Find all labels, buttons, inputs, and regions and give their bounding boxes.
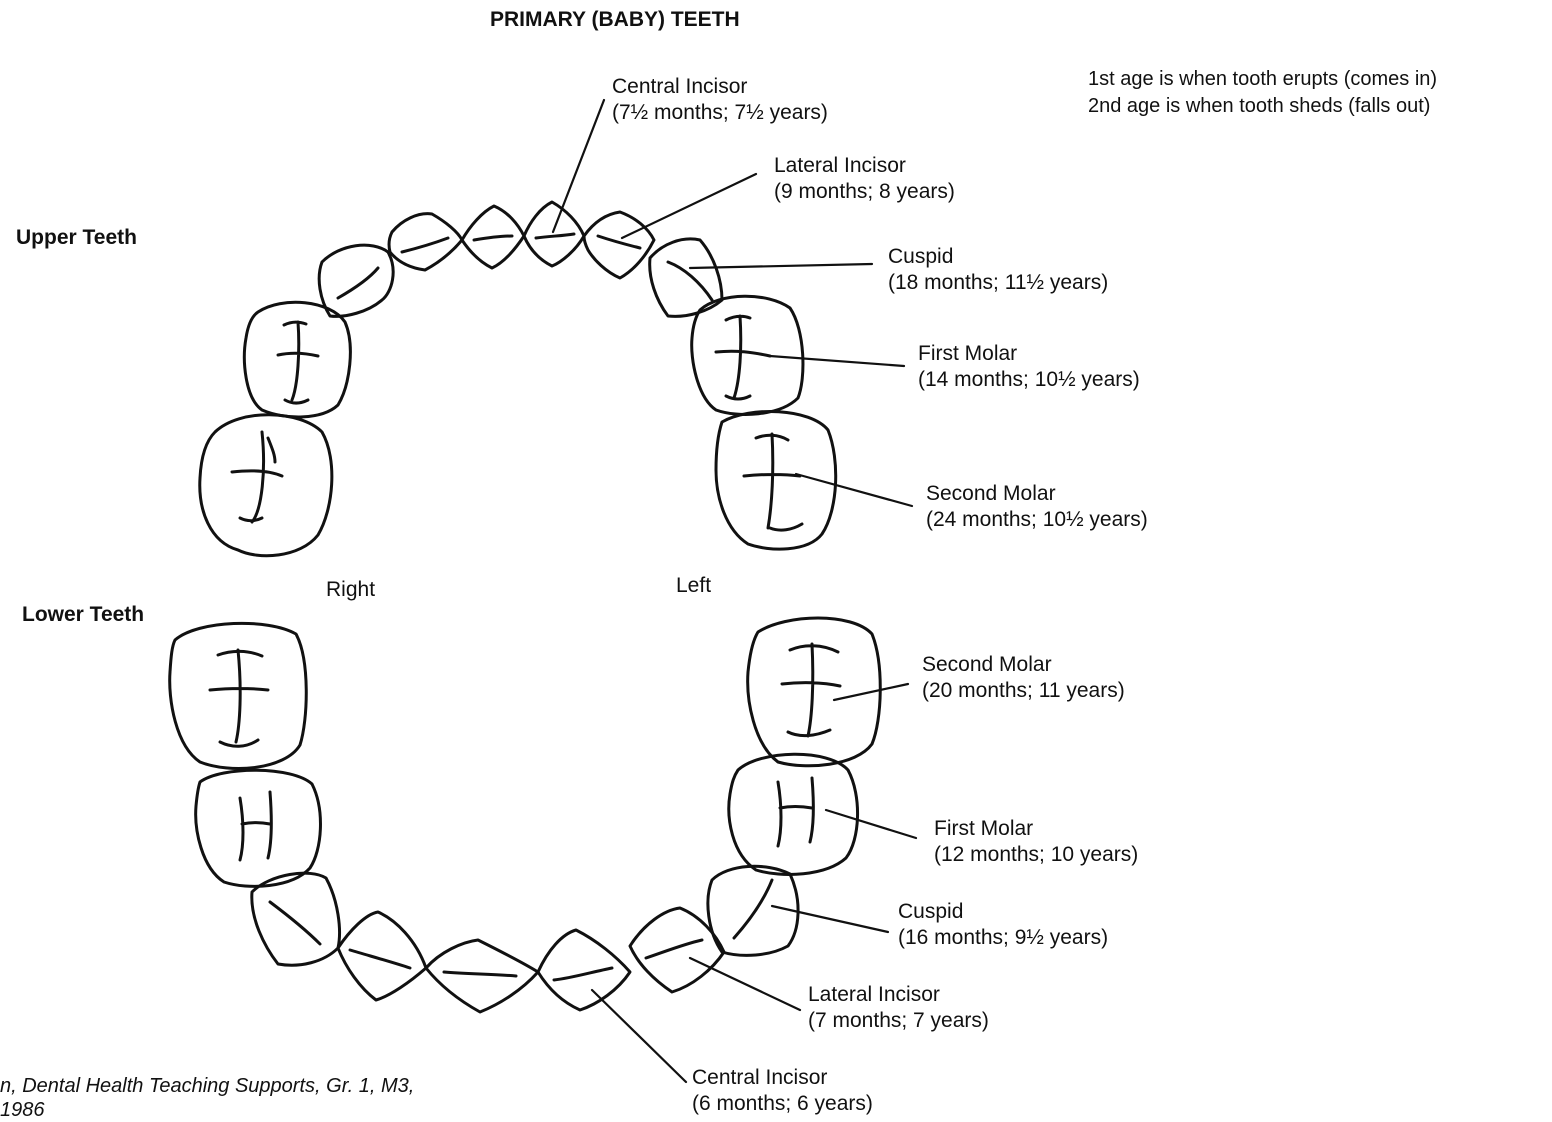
upper-right-lateral-incisor [389, 214, 462, 270]
lower-right-central-incisor [426, 940, 538, 1012]
upper-left-first-molar [692, 296, 803, 414]
lower-left-central-incisor [538, 930, 630, 1010]
upper-right-second-molar [200, 415, 332, 556]
source-credit: n, Dental Health Teaching Supports, Gr. … [0, 1074, 414, 1122]
side-label-right: Right [326, 578, 375, 602]
lower-lateral-incisor-label: Lateral Incisor (7 months; 7 years) [808, 982, 989, 1034]
lower-central-incisor-label: Central Incisor (6 months; 6 years) [692, 1065, 873, 1117]
upper-right-first-molar [244, 302, 350, 417]
lower-second-molar-label: Second Molar (20 months; 11 years) [922, 652, 1125, 704]
upper-left-lateral-incisor [584, 212, 654, 278]
upper-right-cuspid [319, 245, 393, 316]
tooth-ages: (16 months; 9½ years) [898, 925, 1108, 951]
tooth-ages: (12 months; 10 years) [934, 842, 1138, 868]
tooth-name: Lateral Incisor [808, 982, 989, 1008]
tooth-name: Central Incisor [612, 74, 828, 100]
tooth-name: Lateral Incisor [774, 153, 955, 179]
legend-line-eruption: 1st age is when tooth erupts (comes in) [1088, 66, 1437, 93]
tooth-ages: (20 months; 11 years) [922, 678, 1125, 704]
credit-year: 1986 [0, 1098, 414, 1122]
lower-left-cuspid [708, 866, 798, 955]
upper-lateral-incisor-label: Lateral Incisor (9 months; 8 years) [774, 153, 955, 205]
section-upper-teeth: Upper Teeth [16, 226, 137, 250]
tooth-ages: (6 months; 6 years) [692, 1091, 873, 1117]
upper-left-central-incisor [524, 202, 584, 266]
lower-left-second-molar [748, 618, 881, 766]
tooth-name: Cuspid [888, 244, 1108, 270]
upper-cuspid-label: Cuspid (18 months; 11½ years) [888, 244, 1108, 296]
tooth-name: First Molar [918, 341, 1140, 367]
tooth-ages: (24 months; 10½ years) [926, 507, 1148, 533]
section-lower-teeth: Lower Teeth [22, 603, 144, 627]
tooth-ages: (18 months; 11½ years) [888, 270, 1108, 296]
upper-right-central-incisor [462, 206, 524, 268]
legend: 1st age is when tooth erupts (comes in) … [1088, 66, 1437, 120]
diagram-title: PRIMARY (BABY) TEETH [490, 8, 740, 32]
lower-right-first-molar [196, 770, 321, 886]
lower-right-second-molar [170, 623, 307, 768]
upper-second-molar-label: Second Molar (24 months; 10½ years) [926, 481, 1148, 533]
lower-first-molar-label: First Molar (12 months; 10 years) [934, 816, 1138, 868]
leader-lines [553, 100, 916, 1082]
tooth-ages: (7 months; 7 years) [808, 1008, 989, 1034]
tooth-name: First Molar [934, 816, 1138, 842]
tooth-name: Second Molar [922, 652, 1125, 678]
upper-left-cuspid [650, 239, 722, 316]
tooth-ages: (14 months; 10½ years) [918, 367, 1140, 393]
credit-line: n, Dental Health Teaching Supports, Gr. … [0, 1074, 414, 1098]
side-label-left: Left [676, 574, 711, 598]
legend-line-shedding: 2nd age is when tooth sheds (falls out) [1088, 93, 1437, 120]
tooth-ages: (7½ months; 7½ years) [612, 100, 828, 126]
lower-cuspid-label: Cuspid (16 months; 9½ years) [898, 899, 1108, 951]
tooth-ages: (9 months; 8 years) [774, 179, 955, 205]
tooth-name: Second Molar [926, 481, 1148, 507]
upper-central-incisor-label: Central Incisor (7½ months; 7½ years) [612, 74, 828, 126]
tooth-name: Cuspid [898, 899, 1108, 925]
tooth-name: Central Incisor [692, 1065, 873, 1091]
lower-right-lateral-incisor [338, 912, 426, 1000]
upper-first-molar-label: First Molar (14 months; 10½ years) [918, 341, 1140, 393]
